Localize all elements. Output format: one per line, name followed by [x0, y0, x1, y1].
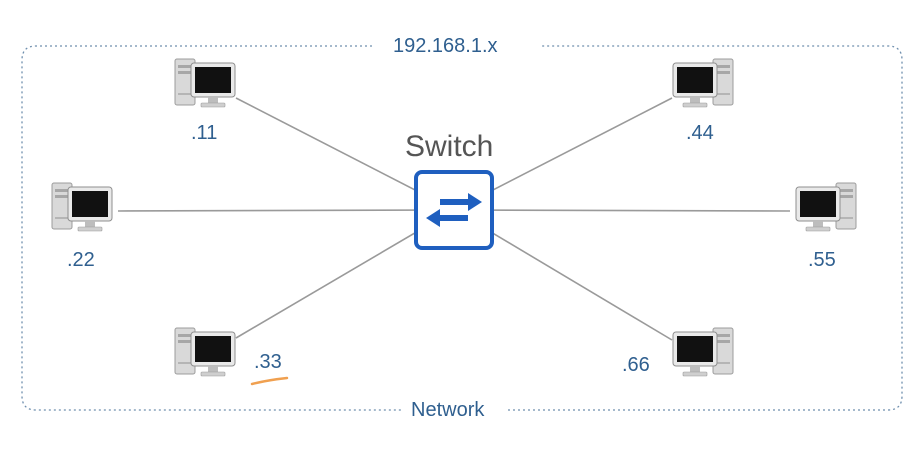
- computer-icon: [672, 327, 734, 377]
- host-label-22: .22: [67, 249, 95, 271]
- host-label-66: .66: [622, 354, 650, 376]
- computer-icon: [174, 58, 236, 108]
- computer-icon: [51, 182, 113, 232]
- link-55: [453, 209, 791, 212]
- bidirectional-arrows-icon: [426, 193, 482, 227]
- highlight-underline: [250, 376, 289, 386]
- link-22: [117, 209, 455, 212]
- computer-icon: [795, 182, 857, 232]
- host-label-55: .55: [808, 249, 836, 271]
- host-label-11: .11: [191, 122, 218, 144]
- switch-label: Switch: [405, 130, 494, 163]
- computer-icon: [174, 327, 236, 377]
- network-label: Network: [401, 398, 495, 422]
- switch-node: [414, 170, 494, 250]
- subnet-label: 192.168.1.x: [383, 34, 508, 58]
- network-frame: [21, 45, 903, 411]
- host-label-44: .44: [686, 122, 714, 144]
- computer-icon: [672, 58, 734, 108]
- host-label-33: .33: [254, 351, 282, 373]
